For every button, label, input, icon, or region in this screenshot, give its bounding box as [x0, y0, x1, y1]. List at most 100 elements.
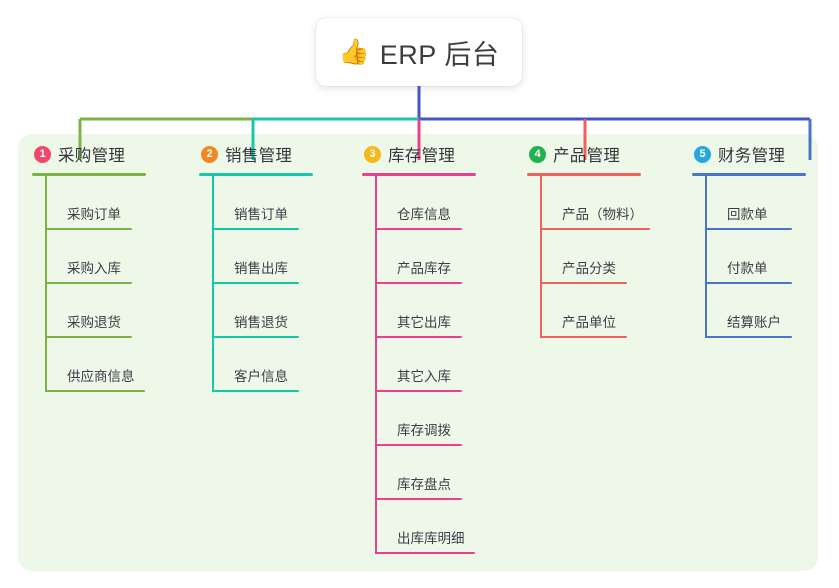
branch-item[interactable]: 产品单位	[541, 284, 641, 338]
branch-item-label: 客户信息	[234, 369, 288, 384]
branch-item-rule	[706, 282, 792, 284]
branch-item-rule	[706, 336, 792, 338]
branch-item-list: 仓库信息产品库存其它出库其它入库库存调拨库存盘点出库库明细	[362, 176, 476, 554]
branch-item-label: 产品单位	[562, 315, 616, 330]
root-node-title: ERP 后台	[379, 39, 500, 70]
branch-vertical-stem	[540, 176, 542, 338]
branch-item-rule	[376, 390, 462, 392]
branch-item-label: 出库库明细	[397, 531, 465, 546]
branch-item-label: 销售退货	[234, 315, 288, 330]
branch-item-rule	[376, 552, 475, 554]
thumbs-up-icon: 👍	[338, 37, 370, 66]
branch-number-badge: 3	[364, 145, 381, 163]
branch-item-rule	[376, 336, 462, 338]
branch-item-label: 采购退货	[67, 315, 121, 330]
branch-header-3[interactable]: 3 库存管理	[362, 142, 476, 166]
branch-item-label: 产品分类	[562, 261, 616, 276]
branch-item-label: 采购订单	[67, 207, 121, 222]
branch-item[interactable]: 出库库明细	[376, 500, 476, 554]
branch-item[interactable]: 销售出库	[213, 230, 313, 284]
branch-item[interactable]: 结算账户	[706, 284, 806, 338]
branch-item[interactable]: 采购退货	[46, 284, 146, 338]
branch-vertical-stem	[212, 176, 214, 392]
branch-item-rule	[213, 390, 299, 392]
branch-item-label: 付款单	[727, 261, 768, 276]
branch-title: 销售管理	[225, 147, 293, 165]
branch-item[interactable]: 产品分类	[541, 230, 641, 284]
branch-item[interactable]: 销售退货	[213, 284, 313, 338]
branch-item[interactable]: 采购入库	[46, 230, 146, 284]
branch-header-5[interactable]: 5 财务管理	[692, 142, 806, 166]
branch-title-rule	[692, 173, 806, 176]
branch-item-label: 产品库存	[397, 261, 451, 276]
branch-item-rule	[706, 228, 792, 230]
branch-header-4[interactable]: 4 产品管理	[527, 142, 641, 166]
branch-item-label: 销售订单	[234, 207, 288, 222]
branch-item[interactable]: 库存调拨	[376, 392, 476, 446]
branch-item-label: 供应商信息	[67, 369, 135, 384]
branch-item[interactable]: 销售订单	[213, 176, 313, 230]
branch-item-label: 产品（物料）	[562, 207, 643, 222]
branch-item-rule	[376, 444, 462, 446]
branch-column-1: 1 采购管理采购订单采购入库采购退货供应商信息	[32, 142, 146, 392]
branch-item-label: 库存盘点	[397, 477, 451, 492]
branch-item-label: 结算账户	[727, 315, 781, 330]
branch-item-rule	[376, 282, 462, 284]
branch-item[interactable]: 仓库信息	[376, 176, 476, 230]
branch-column-4: 4 产品管理产品（物料） 产品分类产品单位	[527, 142, 650, 338]
branch-item-rule	[46, 228, 132, 230]
branch-item-label: 采购入库	[67, 261, 121, 276]
branch-item-label: 其它出库	[397, 315, 451, 330]
branch-title: 财务管理	[718, 147, 786, 165]
branch-item-label: 回款单	[727, 207, 768, 222]
branch-column-5: 5 财务管理回款单付款单结算账户	[692, 142, 806, 338]
branch-item[interactable]: 产品（物料）	[541, 176, 650, 230]
branch-item-label: 销售出库	[234, 261, 288, 276]
branch-title-rule	[362, 173, 476, 176]
branch-item-rule	[376, 228, 462, 230]
branch-item-rule	[541, 336, 627, 338]
branch-vertical-stem	[375, 176, 377, 554]
branch-number-badge: 1	[34, 145, 51, 163]
branch-item[interactable]: 采购订单	[46, 176, 146, 230]
branch-item-rule	[46, 390, 145, 392]
branch-item-list: 产品（物料） 产品分类产品单位	[527, 176, 650, 338]
branch-vertical-stem	[45, 176, 47, 392]
branch-item-label: 仓库信息	[397, 207, 451, 222]
branch-number-badge: 5	[694, 145, 711, 163]
branch-title: 库存管理	[388, 147, 456, 165]
branch-item-rule	[213, 282, 299, 284]
branch-item-rule	[376, 498, 462, 500]
branch-column-3: 3 库存管理仓库信息产品库存其它出库其它入库库存调拨库存盘点出库库明细	[362, 142, 476, 554]
branch-item-label: 库存调拨	[397, 423, 451, 438]
root-node-card[interactable]: 👍 ERP 后台	[316, 18, 522, 86]
branch-number-badge: 2	[201, 145, 218, 163]
branch-title-rule	[32, 173, 146, 176]
branch-number-badge: 4	[529, 145, 546, 163]
branch-item[interactable]: 产品库存	[376, 230, 476, 284]
branch-item[interactable]: 付款单	[706, 230, 806, 284]
branch-title-rule	[199, 173, 313, 176]
branch-header-2[interactable]: 2 销售管理	[199, 142, 313, 166]
branch-item[interactable]: 供应商信息	[46, 338, 146, 392]
branch-item-rule	[46, 282, 132, 284]
branch-item[interactable]: 回款单	[706, 176, 806, 230]
branch-item-label: 其它入库	[397, 369, 451, 384]
branch-item-list: 采购订单采购入库采购退货供应商信息	[32, 176, 146, 392]
branch-item[interactable]: 客户信息	[213, 338, 313, 392]
branch-header-1[interactable]: 1 采购管理	[32, 142, 146, 166]
branch-item[interactable]: 其它入库	[376, 338, 476, 392]
branch-vertical-stem	[705, 176, 707, 338]
branch-item-rule	[541, 282, 627, 284]
branch-item-rule	[46, 336, 132, 338]
branch-title: 采购管理	[58, 147, 126, 165]
branch-column-2: 2 销售管理销售订单销售出库销售退货客户信息	[199, 142, 313, 392]
branch-item-list: 回款单付款单结算账户	[692, 176, 806, 338]
branch-title: 产品管理	[553, 147, 621, 165]
branch-item-rule	[213, 228, 299, 230]
branch-item-list: 销售订单销售出库销售退货客户信息	[199, 176, 313, 392]
branch-item[interactable]: 其它出库	[376, 284, 476, 338]
branch-item[interactable]: 库存盘点	[376, 446, 476, 500]
branch-item-rule	[213, 336, 299, 338]
